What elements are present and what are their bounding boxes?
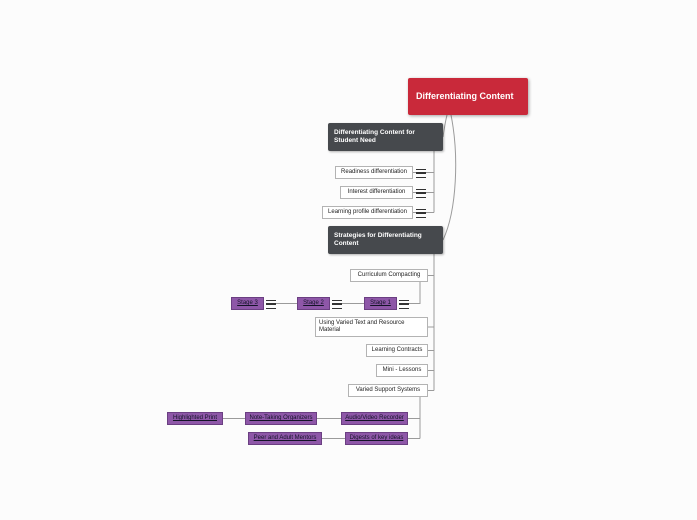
notes-icon[interactable] — [416, 209, 426, 218]
edge-root-to-strategies — [442, 114, 457, 241]
purple-node-highlighted-print[interactable]: Highlighted Print — [167, 412, 223, 425]
leaf-node-using-varied-text[interactable]: Using Varied Text and Resource Material — [315, 317, 428, 337]
leaf-node-learning-contracts[interactable]: Learning Contracts — [366, 344, 428, 357]
purple-node-stage-1[interactable]: Stage 1 — [364, 297, 397, 310]
purple-node-audio-video-recorder[interactable]: Audio/Video Recorder — [341, 412, 408, 425]
leaf-node-readiness-differentiation[interactable]: Readiness differentiation — [335, 166, 413, 179]
purple-node-note-taking-organizers[interactable]: Note-Taking Organizers — [245, 412, 317, 425]
notes-icon[interactable] — [416, 189, 426, 198]
purple-node-stage-3[interactable]: Stage 3 — [231, 297, 264, 310]
leaf-node-mini-lessons[interactable]: Mini - Lessons — [376, 364, 428, 377]
branch-node-student-need[interactable]: Differentiating Content for Student Need — [328, 123, 443, 151]
leaf-node-interest-differentiation[interactable]: Interest differentiation — [340, 186, 413, 199]
edge-stages-trunk — [409, 282, 421, 304]
leaf-node-curriculum-compacting[interactable]: Curriculum Compacting — [350, 269, 428, 282]
root-node-differentiating-content[interactable]: Differentiating Content — [408, 78, 528, 115]
notes-icon[interactable] — [399, 300, 409, 309]
notes-icon[interactable] — [332, 300, 342, 309]
edge-root-to-student-need — [442, 114, 448, 138]
purple-node-digests-of-key-ideas[interactable]: Digests of key ideas — [345, 432, 408, 445]
notes-icon[interactable] — [416, 169, 426, 178]
leaf-node-varied-support-systems[interactable]: Varied Support Systems — [348, 384, 428, 397]
leaf-node-learning-profile-differentiation[interactable]: Learning profile differentiation — [322, 206, 413, 219]
branch-node-strategies[interactable]: Strategies for Differentiating Content — [328, 226, 443, 254]
notes-icon[interactable] — [266, 300, 276, 309]
purple-node-peer-and-adult-mentors[interactable]: Peer and Adult Mentors — [248, 432, 322, 445]
purple-node-stage-2[interactable]: Stage 2 — [297, 297, 330, 310]
